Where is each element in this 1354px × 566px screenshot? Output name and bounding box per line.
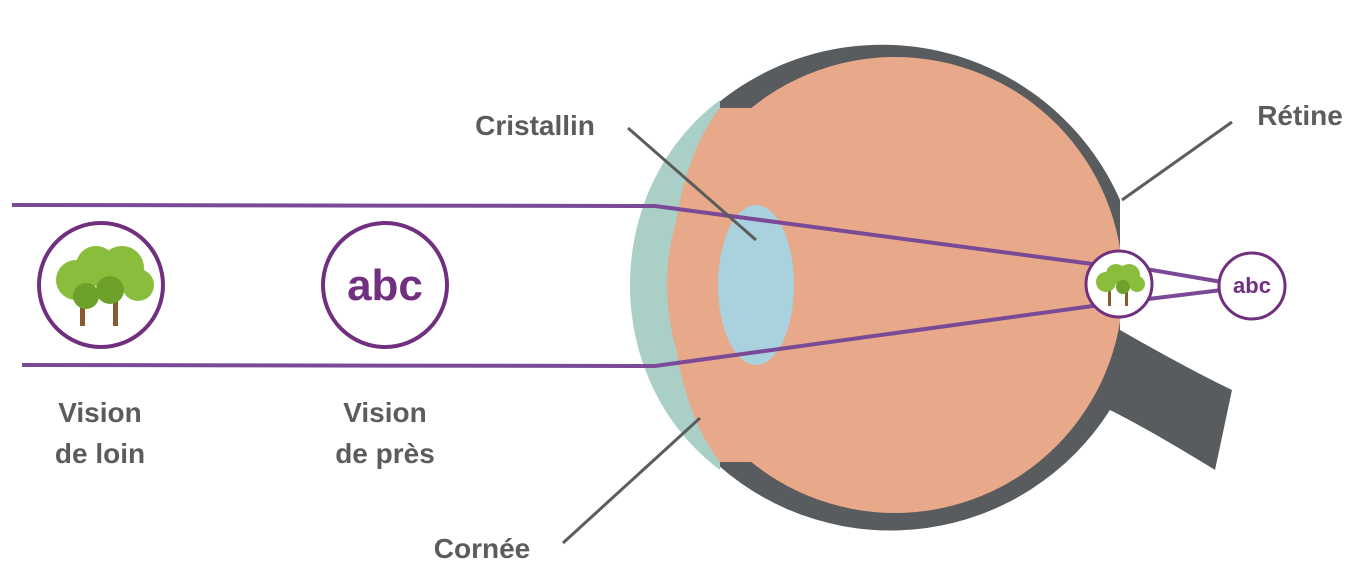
lens: [718, 205, 794, 365]
cornee-leader: [563, 418, 700, 543]
label-vision-pres-line2: de près: [335, 438, 435, 469]
near-symbol-text: abc: [347, 261, 423, 310]
far-object-circle: [39, 223, 163, 347]
retina-far-circle: [1086, 251, 1152, 317]
label-vision-loin-line1: Vision: [58, 397, 142, 428]
label-cornee: Cornée: [434, 533, 530, 564]
label-retine: Rétine: [1257, 100, 1343, 131]
retina-symbol-text: abc: [1233, 273, 1271, 298]
label-cristallin: Cristallin: [475, 110, 595, 141]
label-vision-loin-line2: de loin: [55, 438, 145, 469]
retine-leader: [1122, 122, 1232, 200]
retina-near-circle: abc: [1219, 253, 1285, 319]
label-vision-pres-line1: Vision: [343, 397, 427, 428]
near-object-circle: abc: [323, 223, 447, 347]
